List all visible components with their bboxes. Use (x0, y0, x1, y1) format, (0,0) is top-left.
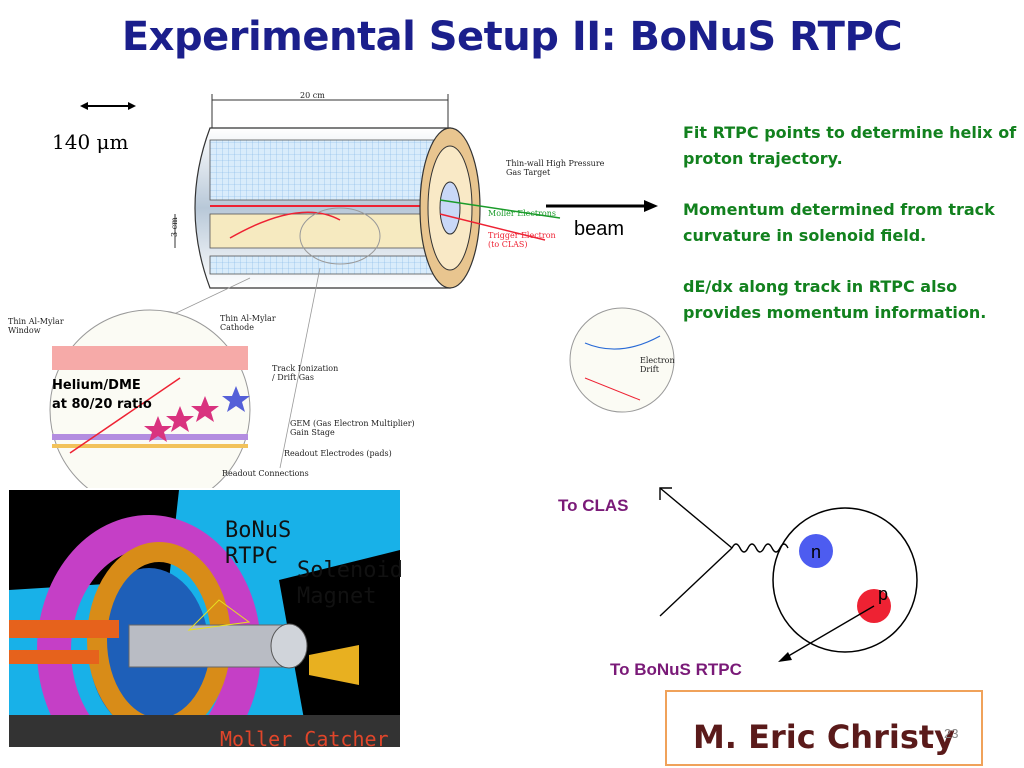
to-clas-label: To CLAS (558, 496, 629, 515)
neutron-label: n (811, 542, 821, 562)
label-trigger-2: (to CLAS) (488, 240, 528, 249)
gas-mixture-label: Helium/DME at 80/20 ratio (52, 376, 152, 414)
page-number: 23 (944, 726, 959, 741)
label-trigger-1: Trigger Electron (488, 231, 556, 240)
label-moller-electrons: Moller Electrons (488, 209, 556, 218)
label-electron-drift-2: Drift (640, 365, 660, 374)
kinematics-diagram: n p (659, 487, 918, 662)
label-track-1: Track Ionization (272, 364, 338, 373)
bullet-momentum: Momentum determined from track curvature… (683, 200, 995, 245)
label-window-1: Thin Al-Mylar (8, 317, 64, 326)
label-cathode-2: Cathode (220, 323, 254, 332)
photo-label-moller-catcher: Moller Catcher (220, 727, 389, 751)
photo-label-solenoid: Solenoid Magnet (297, 558, 403, 610)
gas-line-2: at 80/20 ratio (52, 397, 152, 412)
label-track-2: / Drift Gas (272, 373, 314, 382)
scale-bar-arrow (80, 102, 136, 110)
neutron-circle (799, 534, 833, 568)
dimension-radius-label: 3 cm (170, 217, 179, 237)
author-box (665, 690, 983, 766)
label-gem-1: GEM (Gas Electron Multiplier) (290, 419, 415, 428)
dimension-width-label: 20 cm (300, 91, 325, 100)
photo-label-solenoid-1: Solenoid (297, 558, 403, 583)
label-gas-target-1: Thin-wall High Pressure (506, 159, 605, 168)
label-window-2: Window (8, 326, 41, 335)
detector-photo (9, 490, 400, 747)
label-cathode-1: Thin Al-Mylar (220, 314, 276, 323)
scale-bar-label: 140 μm (52, 130, 129, 154)
beam-arrow (546, 200, 658, 212)
label-gas-target-2: Gas Target (506, 168, 551, 177)
gas-line-1: Helium/DME (52, 378, 141, 393)
photo-label-bonus: BoNuS RTPC (225, 518, 291, 570)
bullet-dedx: dE/dx along track in RTPC also provides … (683, 277, 987, 322)
to-bonus-label: To BoNuS RTPC (610, 660, 742, 679)
photo-label-bonus-2: RTPC (225, 544, 278, 569)
rtpc-detector-diagram: 20 cm 3 cm Thin-wall High Pressure Gas T… (8, 91, 675, 488)
photo-label-bonus-1: BoNuS (225, 518, 292, 543)
label-readout-connections: Readout Connections (222, 469, 309, 478)
slide-title: Experimental Setup II: BoNuS RTPC (121, 14, 903, 60)
label-readout-pads: Readout Electrodes (pads) (284, 449, 392, 458)
proton-label: p (878, 584, 888, 604)
beam-label: beam (574, 218, 625, 240)
photo-label-solenoid-2: Magnet (297, 584, 377, 609)
bullet-helix: Fit RTPC points to determine helix of pr… (683, 123, 1017, 168)
label-gem-2: Gain Stage (290, 428, 335, 437)
label-electron-drift-1: Electron (640, 356, 675, 365)
bullet-list: Fit RTPC points to determine helix of pr… (683, 120, 1018, 351)
author-name: M. Eric Christy (692, 718, 956, 756)
